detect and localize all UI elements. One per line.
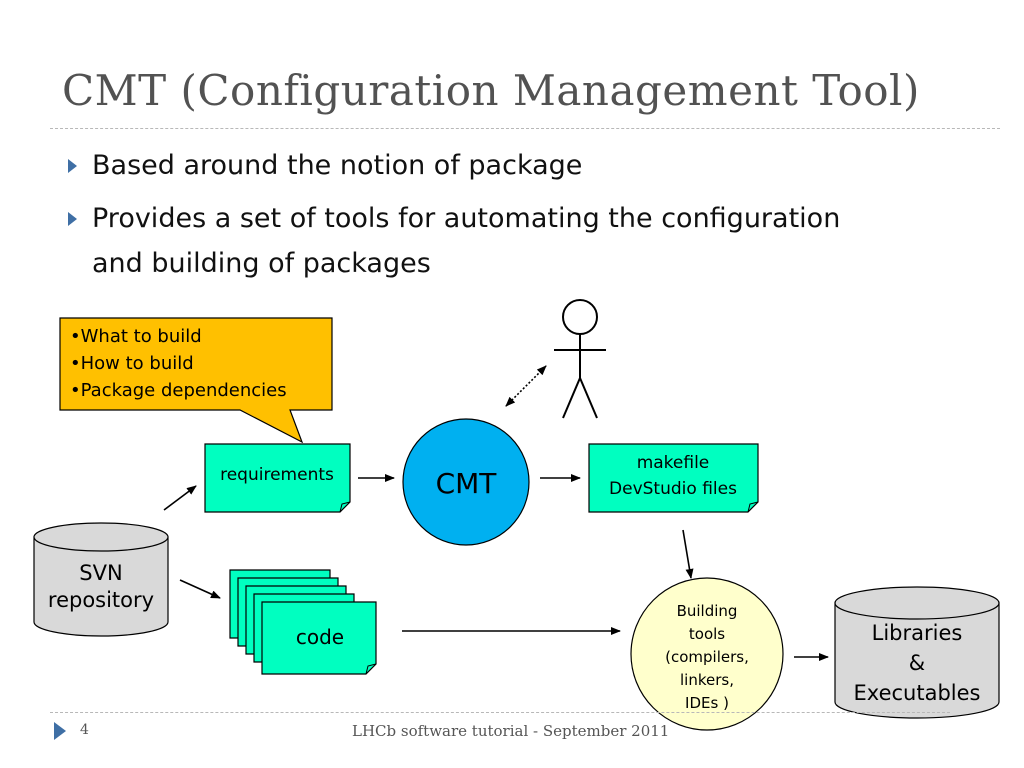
code-docs-stack: code [229,569,377,675]
bullet-tools-line2: and building of packages [92,248,431,279]
svn-to-code-arrow [179,579,221,599]
bullet-marker-icon [68,159,77,173]
title-divider [50,128,1000,129]
building-line-5: IDEs ) [685,694,729,712]
bullet-tools-line1: Provides a set of tools for automating t… [92,203,841,234]
devstudio-label: DevStudio files [609,479,737,499]
makefile-doc: makefile DevStudio files [588,443,759,513]
building-line-4: linkers, [680,671,734,689]
building-line-3: (compilers, [665,648,749,666]
page-number: 4 [80,722,89,738]
ampersand-label: & [909,651,925,675]
svn-repository-cylinder: SVN repository [33,522,169,637]
building-tools-node: Building tools (compilers, linkers, IDEs… [630,577,784,731]
building-line-1: Building [677,602,738,620]
footer-text: LHCb software tutorial - September 2011 [352,722,670,740]
libraries-cylinder: Libraries & Executables [834,586,1000,719]
makefile-to-building-arrow [682,529,694,579]
svn-label: SVN [79,561,122,585]
slide-title: CMT (Configuration Management Tool) [62,66,920,115]
repository-label: repository [48,588,154,612]
executables-label: Executables [854,681,981,705]
bullet-package: Based around the notion of package [92,150,583,181]
callout-line-1: •What to build [70,326,202,347]
requirements-doc: requirements [204,443,351,513]
footer-marker-icon [54,722,66,740]
footer-divider [50,712,950,713]
user-icon [554,299,606,419]
bullet-marker-icon [68,212,77,226]
svn-to-requirements-arrow [163,485,197,511]
cmt-node: CMT [402,418,530,546]
callout-line-3: •Package dependencies [70,380,287,401]
cmt-label: CMT [436,467,498,500]
callout-line-2: •How to build [70,353,194,374]
libraries-label: Libraries [872,621,963,645]
requirements-label: requirements [220,465,334,485]
code-label: code [296,625,344,649]
building-line-2: tools [689,625,725,643]
callout-box: •What to build •How to build •Package de… [59,317,333,444]
makefile-label: makefile [637,453,710,473]
user-cmt-arrow [505,365,547,407]
